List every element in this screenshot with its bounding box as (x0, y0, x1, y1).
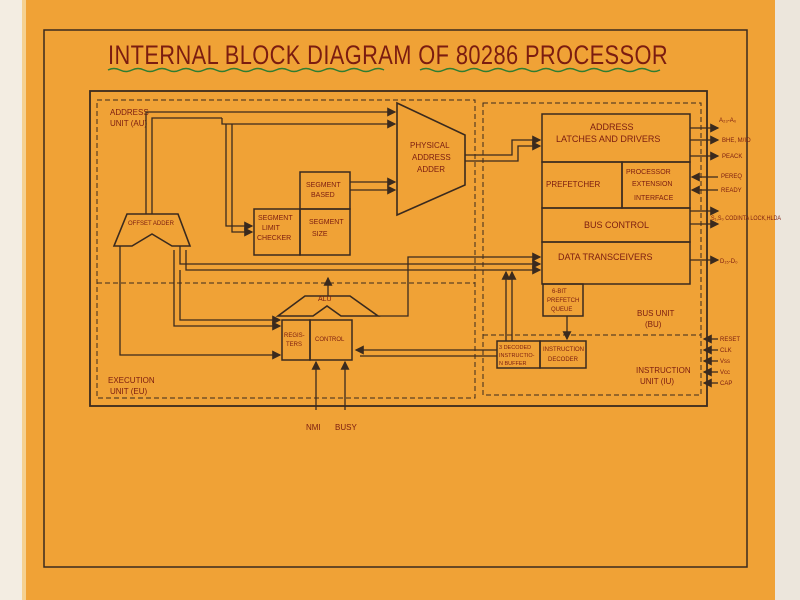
pin-reset-label: RESET (720, 337, 740, 343)
processor-extension-label-3: INTERFACE (634, 195, 674, 202)
decoded-buffer-label-3: N BUFFER (499, 361, 527, 367)
registers-label-2: TERS (286, 342, 302, 348)
instruction-decoder-label-2: DECODER (548, 357, 579, 363)
pin-status-label: S₁,S₀ CODINTA LOCK,HLDA (711, 216, 781, 222)
execution-unit-label-2: UNIT (EU) (110, 387, 148, 396)
prefetch-queue-label-3: QUEUE (551, 307, 572, 313)
segment-size-label-1: SEGMENT (309, 219, 344, 226)
pin-bhe-label: BHE, M/IO (722, 138, 751, 144)
physical-address-adder-label-3: ADDER (417, 165, 445, 174)
pin-data-label: D₁₅-D₀ (720, 259, 738, 265)
diagram-frame (89, 90, 708, 407)
pin-cap-label: CAP (720, 381, 732, 387)
busy-label: BUSY (335, 423, 357, 432)
bus-unit-label-2: (BU) (645, 320, 662, 329)
segment-based-label-1: SEGMENT (306, 182, 341, 189)
instruction-decoder-label-1: INSTRUCTION (543, 347, 584, 353)
physical-address-adder-label-1: PHYSICAL (410, 141, 450, 150)
control-label: CONTROL (315, 337, 345, 343)
offset-adder-block (112, 213, 192, 247)
paper-edge-strip (22, 0, 26, 600)
instruction-unit-label-1: INSTRUCTION (636, 366, 691, 375)
pin-clk-label: CLK (720, 348, 732, 354)
registers-block (281, 319, 311, 361)
bus-control-label: BUS CONTROL (584, 220, 649, 230)
bus-lines (119, 107, 720, 410)
data-transceivers-block (541, 241, 691, 285)
segment-limit-checker-label-3: CHECKER (257, 235, 291, 242)
segment-limit-checker-label-2: LIMIT (262, 225, 281, 232)
control-block (309, 319, 353, 361)
segment-size-label-2: SIZE (312, 231, 328, 238)
pin-peack-label: PEACK (722, 154, 742, 160)
offset-adder-label: OFFSET ADDER (128, 221, 175, 227)
physical-address-adder-block (396, 101, 466, 217)
prefetcher-label: PREFETCHER (546, 180, 600, 189)
title-underline-2 (419, 67, 661, 73)
outer-border (43, 29, 748, 568)
decoded-buffer-label-1: 3 DECODED (499, 345, 531, 351)
pin-ready-label: READY (721, 188, 742, 194)
prefetch-queue-block (542, 283, 584, 317)
pin-vcc-label: Vcc (720, 370, 730, 376)
alu-block (275, 295, 381, 317)
wall-background (775, 0, 800, 600)
instruction-decoder-block (539, 340, 587, 369)
alu-label: ALU (318, 296, 332, 303)
pin-pereq-label: PEREQ (721, 174, 742, 180)
data-transceivers-label: DATA TRANSCEIVERS (558, 252, 653, 262)
pin-address-label: A₂₃-A₀ (719, 118, 737, 124)
processor-extension-label-1: PROCESSOR (626, 169, 671, 176)
pin-vss-label: Vss (720, 359, 730, 365)
segment-based-block (299, 171, 351, 210)
segment-size-block (299, 208, 351, 256)
nmi-label: NMI (306, 423, 321, 432)
address-unit-label-2: UNIT (AU) (110, 119, 148, 128)
bu-iu-region (482, 102, 702, 396)
physical-address-adder-label-2: ADDRESS (412, 153, 451, 162)
processor-extension-label-2: EXTENSION (632, 181, 672, 188)
instruction-unit-label-2: UNIT (IU) (640, 377, 674, 386)
prefetch-queue-label-1: 6-BIT (552, 289, 567, 295)
address-latches-label-2: LATCHES AND DRIVERS (556, 134, 660, 144)
address-latches-label-1: ADDRESS (590, 122, 634, 132)
au-eu-region (96, 99, 476, 399)
prefetch-queue-label-2: PREFETCH (547, 298, 579, 304)
registers-label-1: REGIS- (284, 333, 305, 339)
execution-unit-label-1: EXECUTION (108, 376, 155, 385)
segment-limit-checker-label-1: SEGMENT (258, 215, 293, 222)
title-underline (107, 67, 385, 73)
diagram-title: INTERNAL BLOCK DIAGRAM OF 80286 PROCESSO… (108, 40, 668, 70)
decoded-buffer-label-2: INSTRUCTIO- (499, 353, 535, 359)
bus-unit-label-1: BUS UNIT (637, 309, 674, 318)
segment-based-label-2: BASED (311, 192, 335, 199)
address-unit-label-1: ADDRESS (110, 108, 149, 117)
